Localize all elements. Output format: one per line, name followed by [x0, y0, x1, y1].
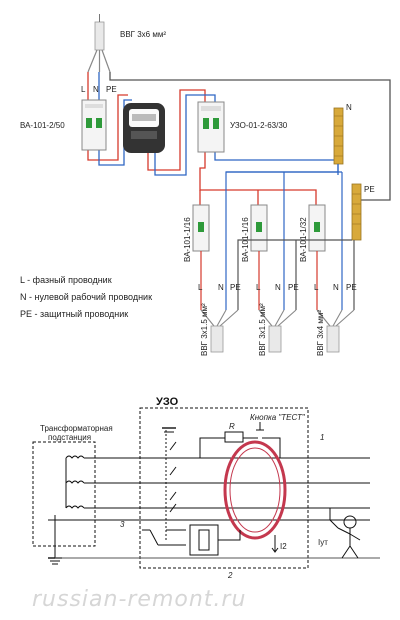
input-cable [87, 14, 111, 73]
energy-meter [123, 103, 165, 153]
breaker-3-label: ВА-101-1/32 [299, 217, 308, 262]
main-breaker [81, 99, 107, 151]
legend-n: N - нулевой рабочий проводник [20, 292, 152, 302]
output-cable-3-label: ВВГ 3х4 мм² [316, 310, 325, 356]
branch-wires [200, 164, 355, 310]
neutral-bus-label: N [346, 103, 352, 112]
legend-l: L - фазный проводник [20, 275, 112, 285]
input-cable-label: ВВГ 3х6 мм² [120, 30, 166, 39]
marker-1: 1 [320, 433, 324, 442]
branch-2-n: N [275, 283, 281, 292]
branch-3-l: L [314, 283, 319, 292]
legend-pe: PE - защитный проводник [20, 309, 128, 319]
output-cable-2-label: ВВГ 3х1.5 мм² [258, 303, 267, 356]
main-breaker-label: ВА-101-2/50 [20, 121, 65, 130]
branch-1-n: N [218, 283, 224, 292]
resistor-label: R [229, 422, 235, 431]
neutral-bus [333, 107, 344, 165]
branch-1-l: L [198, 283, 203, 292]
main-wire-n: N [93, 85, 99, 94]
branch-3-pe: PE [346, 283, 357, 292]
marker-3: 3 [120, 520, 125, 529]
breaker-1-label: ВА-101-1/16 [183, 217, 192, 262]
branch-2-pe: PE [288, 283, 299, 292]
current-iut-label: Iут [318, 538, 328, 547]
substation-label-2: подстанция [48, 433, 91, 442]
pe-bus-label: PE [364, 185, 375, 194]
breaker-2-label: ВА-101-1/16 [241, 217, 250, 262]
rcd-label: УЗО-01-2-63/30 [230, 121, 288, 130]
main-wire-l: L [81, 85, 86, 94]
rcd-title: УЗО [156, 396, 179, 408]
substation-label-1: Трансформаторная [40, 424, 113, 433]
main-wires [87, 72, 391, 205]
test-button-label: Кнопка "ТЕСТ" [250, 413, 306, 422]
current-i2-label: I2 [280, 542, 287, 551]
output-cable-1-label: ВВГ 3х1.5 мм² [200, 303, 209, 356]
schematic [32, 407, 380, 569]
branch-3-n: N [333, 283, 339, 292]
pe-bus [351, 183, 362, 241]
output-cables [200, 309, 355, 353]
watermark: russian-remont.ru [32, 587, 246, 612]
main-wire-pe: PE [106, 85, 117, 94]
rcd-device [197, 101, 225, 153]
branch-1-pe: PE [230, 283, 241, 292]
branch-2-l: L [256, 283, 261, 292]
marker-2: 2 [227, 571, 233, 580]
